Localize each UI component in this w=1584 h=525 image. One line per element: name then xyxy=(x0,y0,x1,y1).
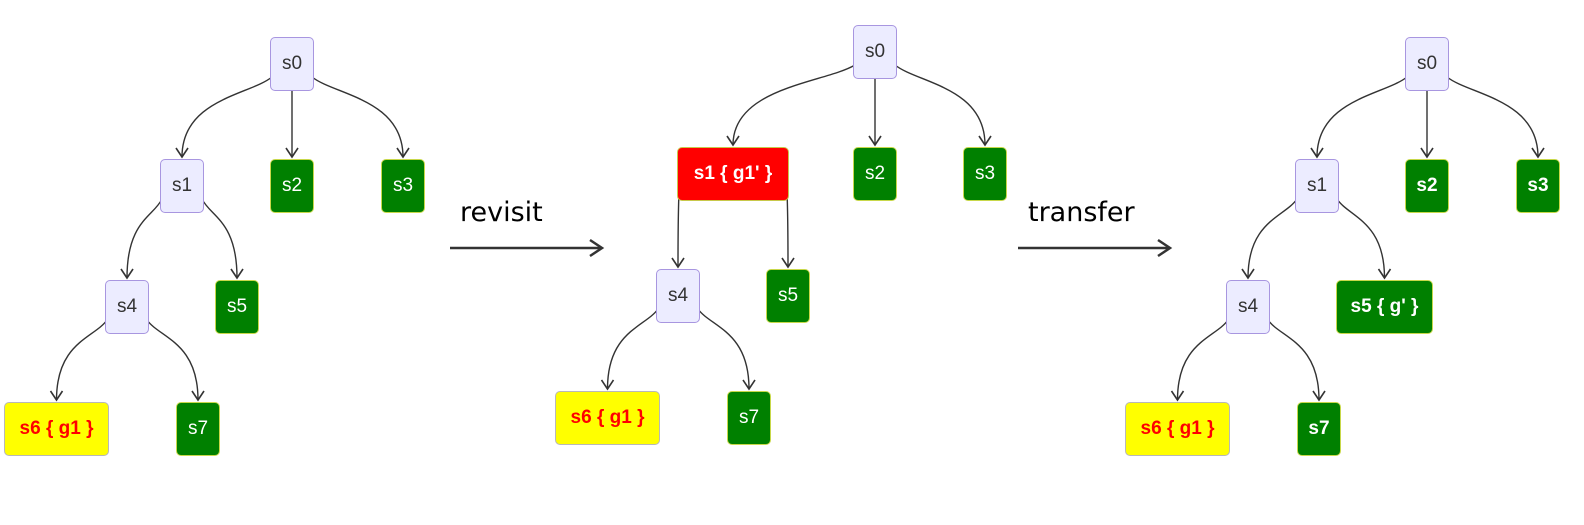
revisit-label: revisit xyxy=(460,197,543,228)
edge-s1-s4 xyxy=(126,198,163,279)
edge-s4-s7 xyxy=(697,308,750,390)
node-s7: s7 xyxy=(1297,402,1341,456)
arrowhead-s1-s4 xyxy=(671,257,685,269)
node-s4: s4 xyxy=(1226,280,1270,334)
node-s2: s2 xyxy=(270,159,314,213)
edge-s1-s5 xyxy=(201,198,238,279)
arrowhead-s0-s1 xyxy=(726,135,740,147)
arrowhead-s0-s1 xyxy=(1310,147,1324,159)
edge-s4-s6 xyxy=(1176,319,1229,401)
arrowhead-s4-s6 xyxy=(1170,390,1185,402)
arrowhead-s4-s7 xyxy=(191,390,205,402)
arrowhead-s0-s2 xyxy=(868,135,882,147)
arrowhead-s1-s5 xyxy=(781,257,795,269)
node-s2: s2 xyxy=(1405,159,1449,213)
edge-s4-s6 xyxy=(606,308,659,390)
node-s5: s5 xyxy=(215,280,259,334)
node-s5: s5 { g' } xyxy=(1336,280,1433,334)
node-s7: s7 xyxy=(727,391,771,445)
node-s1: s1 xyxy=(160,159,204,213)
transfer-label: transfer xyxy=(1028,197,1135,228)
edge-s4-s7 xyxy=(1267,319,1320,401)
edge-s1-s4 xyxy=(1247,198,1298,279)
arrowhead-s1-s4 xyxy=(120,268,134,280)
edge-s0-s1 xyxy=(732,64,856,146)
arrowhead-s4-s6 xyxy=(600,379,615,391)
node-s5: s5 xyxy=(766,269,810,323)
node-s3: s3 xyxy=(381,159,425,213)
revisit-arrow-head xyxy=(589,238,605,258)
edge-s4-s6 xyxy=(55,319,108,401)
node-s0: s0 xyxy=(1405,37,1449,91)
node-s4: s4 xyxy=(656,269,700,323)
arrowhead-s0-s1 xyxy=(175,147,189,159)
edge-s0-s1 xyxy=(1316,76,1408,158)
node-s0: s0 xyxy=(270,37,314,91)
arrowhead-s1-s5 xyxy=(230,268,244,280)
arrowhead-s4-s7 xyxy=(742,379,756,391)
arrowhead-s0-s3 xyxy=(396,147,410,159)
node-s6: s6 { g1 } xyxy=(4,402,109,456)
transfer-arrow-head xyxy=(1157,238,1173,258)
arrowhead-s0-s2 xyxy=(285,147,299,159)
node-s3: s3 xyxy=(963,147,1007,201)
node-s6: s6 { g1 } xyxy=(555,391,660,445)
node-s6: s6 { g1 } xyxy=(1125,402,1230,456)
edge-s0-s3 xyxy=(1446,76,1539,158)
edge-s0-s3 xyxy=(311,76,404,158)
node-s1: s1 xyxy=(1295,159,1339,213)
node-s0: s0 xyxy=(853,25,897,79)
arrowhead-s1-s5 xyxy=(1377,268,1392,280)
node-s4: s4 xyxy=(105,280,149,334)
node-s3: s3 xyxy=(1516,159,1560,213)
edge-s0-s1 xyxy=(181,76,273,158)
arrowhead-s4-s6 xyxy=(49,390,64,402)
edge-s0-s3 xyxy=(894,64,986,146)
node-s7: s7 xyxy=(176,402,220,456)
arrowhead-s4-s7 xyxy=(1312,390,1326,402)
edge-s4-s7 xyxy=(146,319,199,401)
arrowhead-s0-s3 xyxy=(978,135,992,147)
arrowhead-s0-s2 xyxy=(1420,147,1434,159)
arrowhead-s1-s4 xyxy=(1241,268,1255,280)
arrowhead-s0-s3 xyxy=(1531,147,1545,159)
node-s1: s1 { g1' } xyxy=(677,147,789,201)
node-s2: s2 xyxy=(853,147,897,201)
edge-s1-s5 xyxy=(1336,198,1386,279)
